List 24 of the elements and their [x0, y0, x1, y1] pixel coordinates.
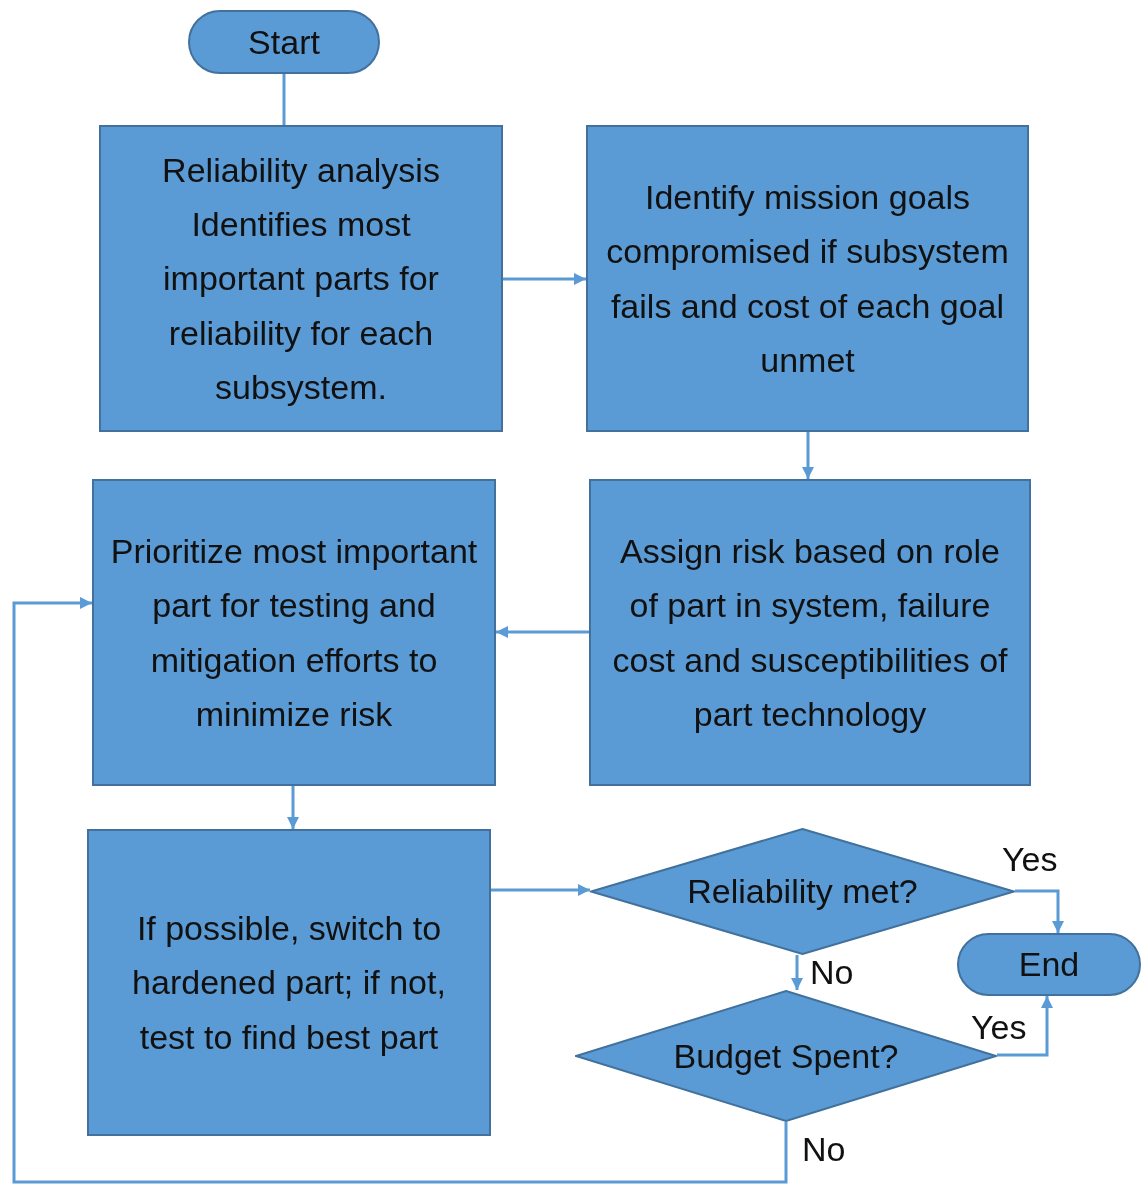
process-box [99, 125, 503, 432]
terminal-pill [188, 10, 380, 74]
connector-arrow [12, 597, 788, 1184]
decision-text: Budget Spent? [673, 1035, 899, 1077]
step-text: Reliability analysis Identifies most important parts for reliability for each subsystem. [161, 149, 441, 409]
process-box [589, 479, 1031, 786]
step-text: If possible, switch to hardened part; if not, test to find best part [131, 907, 447, 1058]
connector-arrow [802, 432, 814, 479]
connector-arrow [287, 786, 299, 829]
connector-arrow [503, 273, 586, 285]
process-box [87, 829, 491, 1136]
connector-arrow [491, 884, 590, 896]
connector-arrow [791, 955, 803, 990]
step-text: Start [248, 21, 320, 63]
step-text: Prioritize most important part for testing and mitigation efforts to minimize risk [110, 530, 478, 735]
step-text: End [1018, 944, 1080, 986]
step-text: Assign risk based on role of part in system, failure cost and susceptibilities of part technology [611, 530, 1009, 735]
connector-arrow [496, 626, 589, 638]
connector-arrow [1015, 889, 1064, 933]
step-text: Identify mission goals compromised if subsystem fails and cost of each goal unmet [605, 176, 1010, 381]
process-box [92, 479, 496, 786]
decision-text: Reliability met? [687, 871, 918, 912]
connector-arrow [997, 996, 1053, 1057]
process-box [586, 125, 1029, 432]
